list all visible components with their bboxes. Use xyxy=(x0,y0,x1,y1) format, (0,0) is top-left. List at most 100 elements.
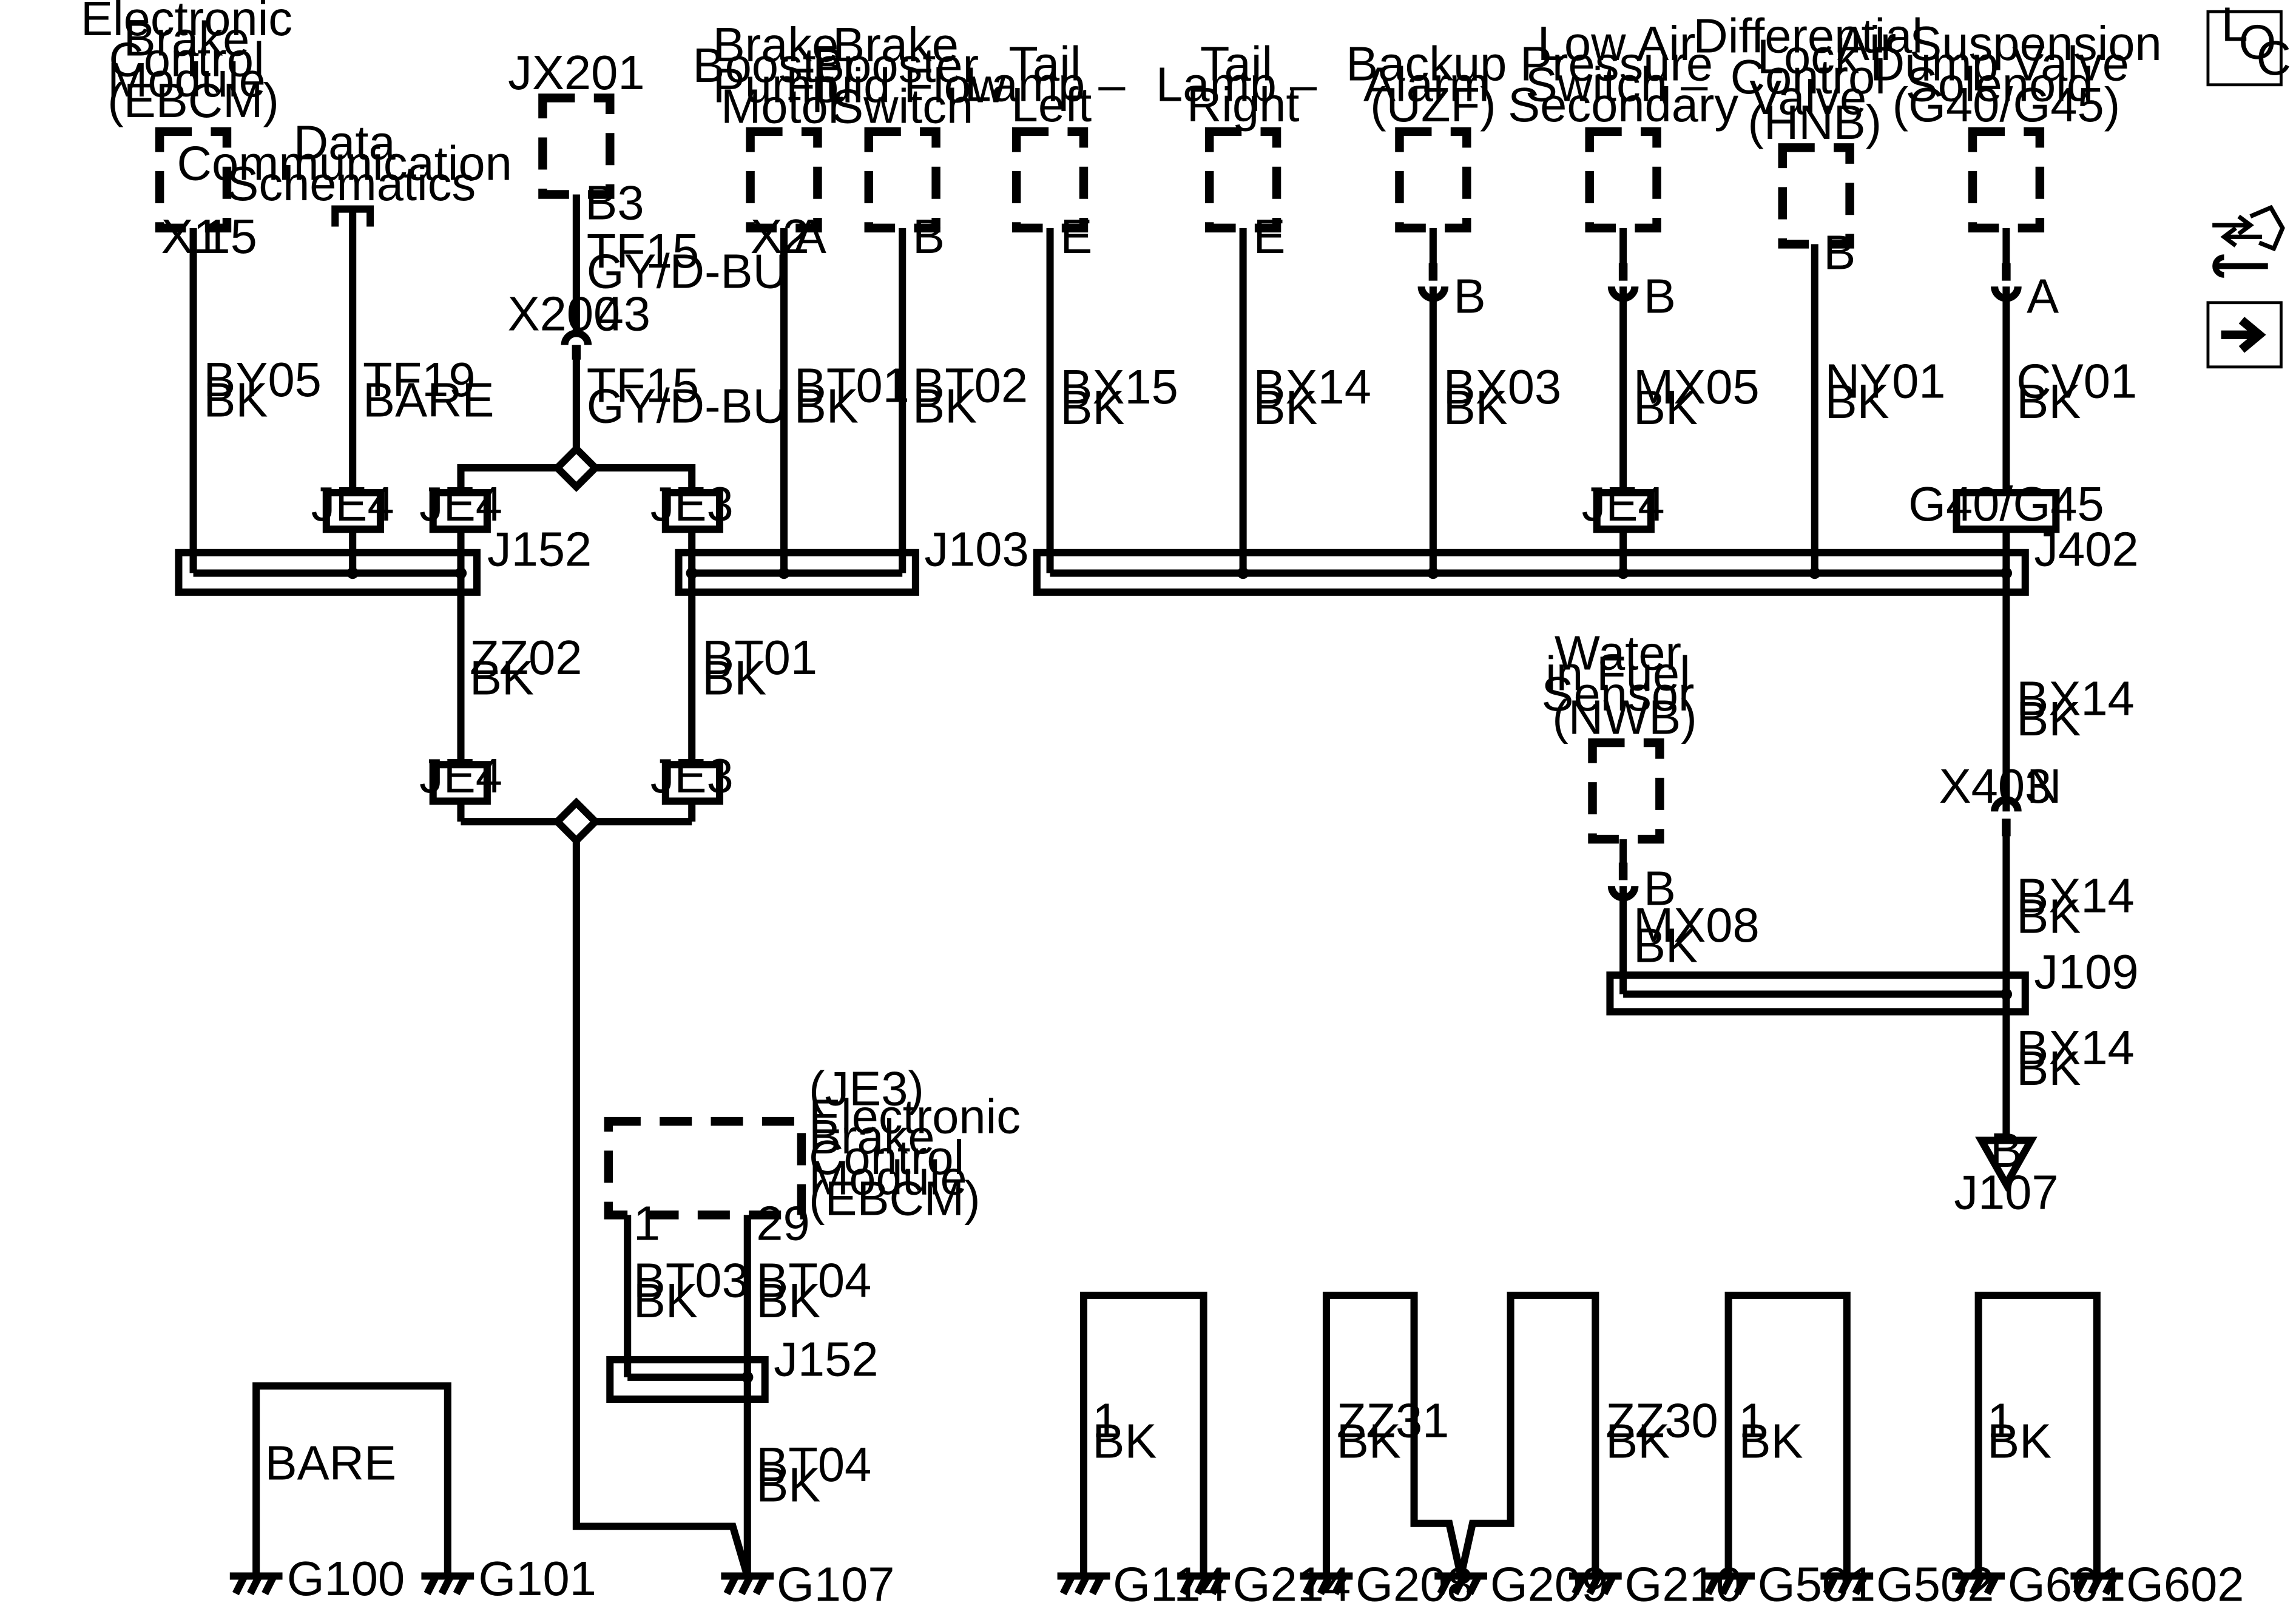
svg-text:B: B xyxy=(1644,269,1676,323)
ebcm2-label: (JE3) Electronic Brake Control Module (E… xyxy=(809,1062,1034,1226)
svg-text:G209: G209 xyxy=(1490,1557,1608,1611)
svg-text:G114: G114 xyxy=(1113,1557,1227,1611)
svg-text:A: A xyxy=(794,209,826,263)
svg-text:MX05BK: MX05BK xyxy=(1633,360,1760,434)
pump-label: Brake Booster Pump Motor xyxy=(693,18,873,133)
svg-text:1BK: 1BK xyxy=(1092,1394,1156,1468)
option-diamond-top xyxy=(552,444,601,492)
jx201-box xyxy=(538,93,615,199)
svg-text:1BK: 1BK xyxy=(1738,1394,1803,1468)
svg-text:TF15GY/D-BU: TF15GY/D-BU xyxy=(587,359,788,433)
svg-text:BT04BK: BT04BK xyxy=(756,1253,871,1328)
next-page-arrow-icon[interactable] xyxy=(2206,301,2283,369)
svg-text:G601: G601 xyxy=(2008,1557,2125,1611)
svg-text:G602: G602 xyxy=(2126,1557,2244,1611)
tail-right-label: Tail Lamp – Right xyxy=(1156,37,1330,132)
svg-text:G101: G101 xyxy=(478,1551,596,1605)
svg-text:G100: G100 xyxy=(287,1551,405,1605)
pin-labels: X1 15 B3 X2 A B E E B B B A B 1 29 xyxy=(161,175,2059,1250)
air-susp-label: Air Suspension Dump Valve Solenoid (G40/… xyxy=(1837,16,2175,132)
svg-text:X1: X1 xyxy=(161,209,220,263)
ground-symbols xyxy=(229,1572,2124,1596)
svg-text:BX14BK: BX14BK xyxy=(2016,1021,2134,1095)
low-air-label: Low Air Pressure Switch – Secondary xyxy=(1508,16,1738,132)
svg-text:BT03BK: BT03BK xyxy=(633,1253,749,1328)
svg-text:B: B xyxy=(913,209,945,263)
svg-text:B3: B3 xyxy=(585,175,644,229)
svg-text:J109: J109 xyxy=(2034,945,2138,999)
svg-text:1BK: 1BK xyxy=(1987,1394,2051,1468)
svg-text:BY05BK: BY05BK xyxy=(203,353,321,427)
svg-text:B: B xyxy=(1454,269,1486,323)
svg-text:B: B xyxy=(1644,862,1676,916)
connector-end-view-icon[interactable] xyxy=(2212,204,2285,278)
splice-dots xyxy=(346,567,2013,1383)
offpage-letter: B xyxy=(1990,1123,2022,1177)
svg-text:BT04BK: BT04BK xyxy=(756,1437,871,1512)
ground-labels: G100 G101 G107 G114 G214 G208 G209 G210 … xyxy=(287,1551,2244,1612)
svg-text:J152: J152 xyxy=(487,522,592,576)
data-comm-label: Data Communication Schematics xyxy=(177,116,525,211)
svg-text:29: 29 xyxy=(756,1196,809,1250)
splice-packs xyxy=(175,549,2029,1403)
svg-text:X200: X200 xyxy=(508,287,621,341)
tail-lamp-right-box xyxy=(1204,127,1281,233)
svg-text:TF15GY/D-BU: TF15GY/D-BU xyxy=(587,224,788,299)
svg-text:BX03BK: BX03BK xyxy=(1443,360,1561,434)
offpage-b-triangle xyxy=(1975,1136,2038,1192)
loc-button[interactable]: L O C xyxy=(2206,0,2291,87)
svg-text:BT02BK: BT02BK xyxy=(913,359,1028,433)
option-box-g40: G40/G45 xyxy=(1908,477,2104,531)
svg-text:J152: J152 xyxy=(774,1332,878,1386)
backup-alarm-box xyxy=(1395,127,1471,233)
svg-text:G214: G214 xyxy=(1233,1557,1351,1611)
inline-connector-symbols xyxy=(561,263,2022,902)
svg-text:43: 43 xyxy=(597,287,650,341)
svg-text:O: O xyxy=(2239,15,2277,69)
svg-text:G208: G208 xyxy=(1356,1557,1473,1611)
svg-text:J107: J107 xyxy=(1954,1166,2058,1220)
ebcm2-box xyxy=(604,1116,806,1220)
inline-connector-labels: X200 43 X403 N xyxy=(508,287,2062,813)
jx201-label: JX201 xyxy=(508,46,644,100)
fluid-flow-switch-box xyxy=(864,127,940,233)
svg-text:C: C xyxy=(2256,31,2291,85)
svg-text:N: N xyxy=(2027,759,2061,813)
option-boxes: JE4 JE4 JE3 JE4 G40/G45 JE4 JE3 xyxy=(311,477,2104,805)
svg-text:ZZ31BK: ZZ31BK xyxy=(1337,1394,1450,1468)
svg-text:B: B xyxy=(1823,225,1855,279)
svg-text:E: E xyxy=(1253,209,1285,263)
splice-labels: J152 J103 J402 J109 J152 J107 xyxy=(487,522,2139,1386)
option-diamond-bottom xyxy=(552,797,601,846)
svg-text:G502: G502 xyxy=(1876,1557,1994,1611)
svg-text:BT01BK: BT01BK xyxy=(702,630,817,705)
svg-text:ZZ30BK: ZZ30BK xyxy=(1606,1394,1718,1468)
svg-text:X403: X403 xyxy=(1939,759,2052,813)
tail-lamp-left-box xyxy=(1011,127,1089,233)
ebcm-box xyxy=(155,127,232,233)
low-air-switch-box xyxy=(1585,127,1661,233)
svg-text:J103: J103 xyxy=(924,522,1028,576)
svg-text:MX08BK: MX08BK xyxy=(1633,898,1760,973)
flow-switch-label: Brake Booster Fluid Flow Switch xyxy=(786,18,1019,133)
svg-text:1: 1 xyxy=(633,1196,660,1250)
option-box-je3-a: JE3 xyxy=(650,477,734,531)
svg-text:A: A xyxy=(2027,269,2059,323)
svg-text:CV01BK: CV01BK xyxy=(2016,354,2137,428)
water-in-fuel-box xyxy=(1588,738,1664,844)
diff-lock-label: Differential Lock Control Valve (HNB) xyxy=(1693,9,1936,149)
ebcm-label: Electronic Brake Control Module (EBCM) xyxy=(81,0,306,127)
svg-text:ZZ02BK: ZZ02BK xyxy=(470,630,582,705)
option-box-je4-b: JE4 xyxy=(419,477,502,531)
option-box-je4-c: JE4 xyxy=(1582,477,1665,531)
svg-text:BX14BK: BX14BK xyxy=(2016,671,2134,746)
svg-text:BARE: BARE xyxy=(265,1436,397,1490)
svg-text:BX15BK: BX15BK xyxy=(1060,360,1178,434)
svg-text:G107: G107 xyxy=(777,1557,894,1611)
wire-labels: BY05BK TF19BARE TF15GY/D-BU TF15GY/D-BU … xyxy=(203,224,2137,1512)
svg-text:BX14BK: BX14BK xyxy=(1253,360,1371,434)
tail-left-label: Tail Lamp – Left xyxy=(964,37,1138,132)
option-box-je4-d: JE4 xyxy=(419,749,502,803)
svg-text:G501: G501 xyxy=(1758,1557,1876,1611)
